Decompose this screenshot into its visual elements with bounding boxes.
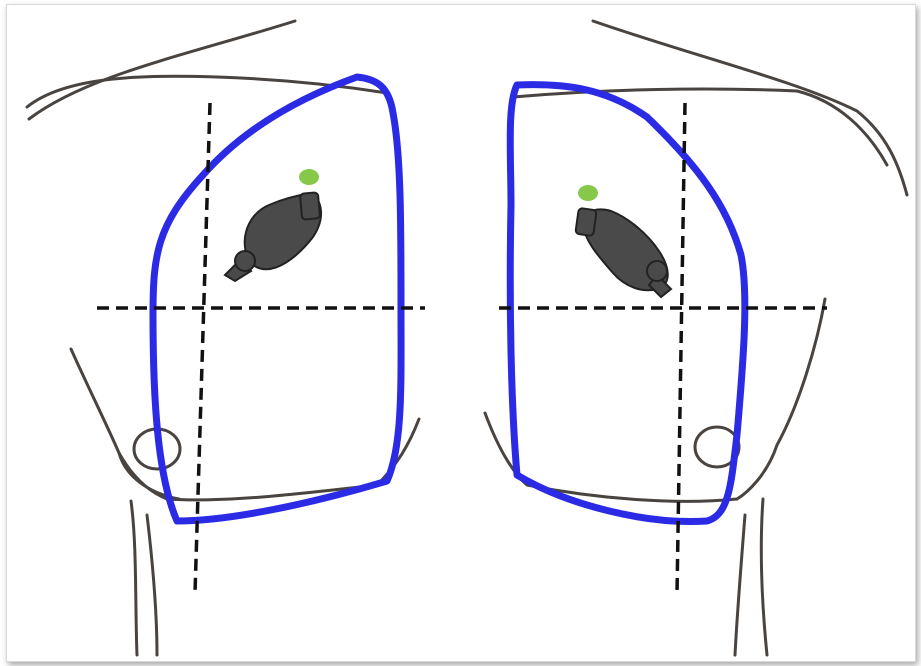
right-probe-tail xyxy=(647,261,667,281)
right-green-orientation-marker xyxy=(578,185,598,201)
diagram-frame xyxy=(6,4,916,662)
right-blue-zone-outline xyxy=(510,85,745,522)
right-probe-head xyxy=(575,208,596,236)
left-blue-zone-outline xyxy=(153,77,401,521)
chest-probe-diagram xyxy=(7,5,915,661)
left-lower-torso-line xyxy=(167,419,419,500)
right-ultrasound-probe xyxy=(575,208,671,297)
left-hip-line-outer xyxy=(131,501,137,655)
left-green-orientation-marker xyxy=(299,169,319,185)
right-torso-side-line xyxy=(737,299,825,499)
left-hip-line-inner xyxy=(147,515,157,655)
left-probe-tail xyxy=(235,251,255,271)
left-probe-head xyxy=(300,192,320,219)
left-ultrasound-probe xyxy=(225,192,321,281)
right-hip-line-outer xyxy=(761,499,767,655)
left-panel xyxy=(27,21,425,655)
left-shoulder-upper-line xyxy=(29,21,295,119)
left-shoulder-lower-line xyxy=(27,76,387,107)
right-shoulder-upper-line xyxy=(593,21,907,195)
right-hip-line-inner xyxy=(735,515,745,655)
right-panel xyxy=(485,21,907,655)
